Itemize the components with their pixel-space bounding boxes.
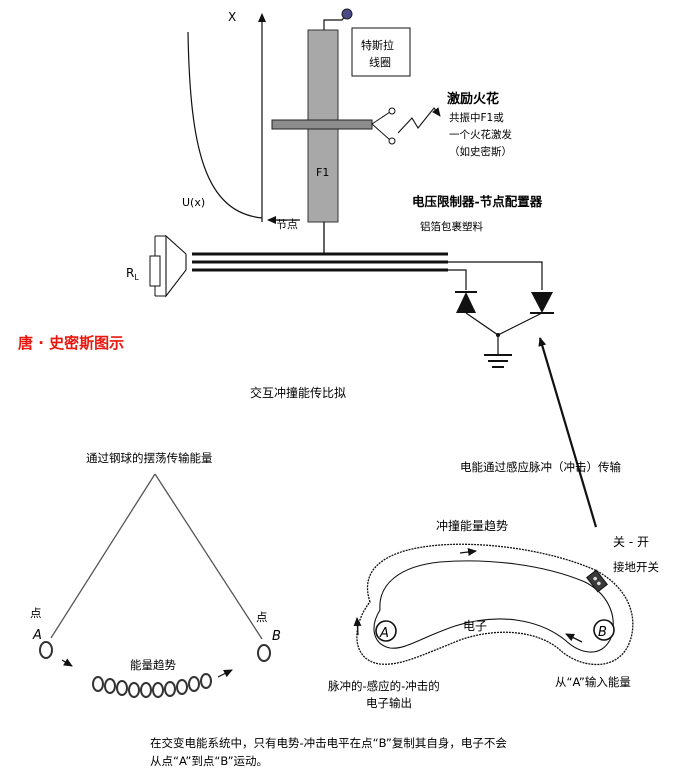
attribution: 唐 · 史密斯图示 (18, 334, 124, 352)
input-label: 从“A”输入能量 (555, 675, 631, 689)
tesla-coil-label-line1: 特斯拉 (361, 38, 394, 52)
node-label: 节点 (276, 218, 298, 231)
loop-inner (373, 560, 614, 653)
switch-line1: 关 - 开 (613, 535, 649, 549)
loop-trend-label: 冲撞能量趋势 (436, 518, 508, 533)
spark-line2: 一个火花激发 (449, 128, 512, 141)
resistor-label: RL (126, 266, 139, 282)
tesla-coil-label-line2: 线圈 (369, 55, 391, 69)
ground-icon (484, 354, 512, 368)
point-letter-a: A (32, 628, 42, 643)
f1-label: F1 (316, 166, 329, 179)
pendulum-trend-label: 能量趋势 (130, 658, 176, 672)
point-letter-b: B (272, 629, 281, 644)
interaction-label: 交互冲撞能传比拟 (250, 385, 346, 400)
diode-right (531, 292, 553, 313)
switch-icon (586, 569, 608, 593)
spark-line1: 共振中F1或 (449, 111, 504, 124)
spark-title: 激励火花 (447, 91, 499, 107)
x-axis-label: X (228, 10, 236, 24)
trend-arrow-right (217, 669, 233, 678)
electron-label: 电子 (463, 619, 487, 633)
pendulum-string-right (154, 473, 263, 640)
spark-contact-lower (371, 123, 391, 141)
loop-point-b (593, 619, 615, 641)
limiter-title: 电压限制器-节点配置器 (412, 194, 543, 209)
spark-arm (271, 119, 373, 130)
loop-arrow-left (353, 617, 362, 636)
induction-arrow (538, 337, 598, 528)
pendulum-title: 通过钢球的摆荡传输能量 (86, 451, 213, 465)
spark-zigzag (397, 107, 441, 134)
coil-terminal-ball (341, 8, 353, 20)
diode-join (465, 312, 543, 336)
spark-ball-lower (388, 137, 396, 145)
loop-outer (356, 543, 634, 666)
ball-a (39, 641, 53, 659)
point-label-left: 点 (30, 606, 42, 620)
spark-ball-upper (388, 107, 396, 115)
diode-left-wire (448, 269, 467, 290)
output-line1: 脉冲的-感应的-冲击的 (328, 679, 440, 693)
potential-curve (187, 31, 263, 219)
loop-arrow-bottom-right (565, 633, 583, 643)
tesla-coil-label-box (351, 27, 411, 77)
switch-line2: 接地开关 (613, 560, 659, 574)
footer-line1: 在交变电能系统中，只有电势-冲击电平在点“B”复制其自身，电子不会 (150, 736, 507, 750)
loop-point-b-label: B (598, 625, 607, 640)
foil-label: 铝箔包裹塑料 (420, 220, 483, 233)
load-resistor (149, 255, 161, 287)
load-horn (165, 234, 187, 298)
ball-row (92, 673, 212, 698)
diode-right-wire (448, 261, 543, 290)
loop-arrow-top (459, 548, 477, 556)
induction-label: 电能通过感应脉冲（冲击）传输 (460, 460, 621, 474)
potential-label: U(x) (182, 196, 205, 209)
diode-left (456, 292, 476, 313)
ball-b (257, 644, 271, 662)
trend-arrow-left (61, 658, 73, 667)
spark-line3: （如史密斯） (449, 145, 512, 158)
spark-contact-upper (371, 111, 391, 125)
output-line2: 电子输出 (366, 696, 412, 710)
loop-point-a (375, 620, 397, 642)
footer-line2: 从点“A”到点“B”运动。 (150, 754, 268, 768)
loop-point-a-label: A (379, 626, 389, 641)
point-label-right: 点 (256, 610, 268, 624)
pendulum-string-left (50, 473, 156, 639)
